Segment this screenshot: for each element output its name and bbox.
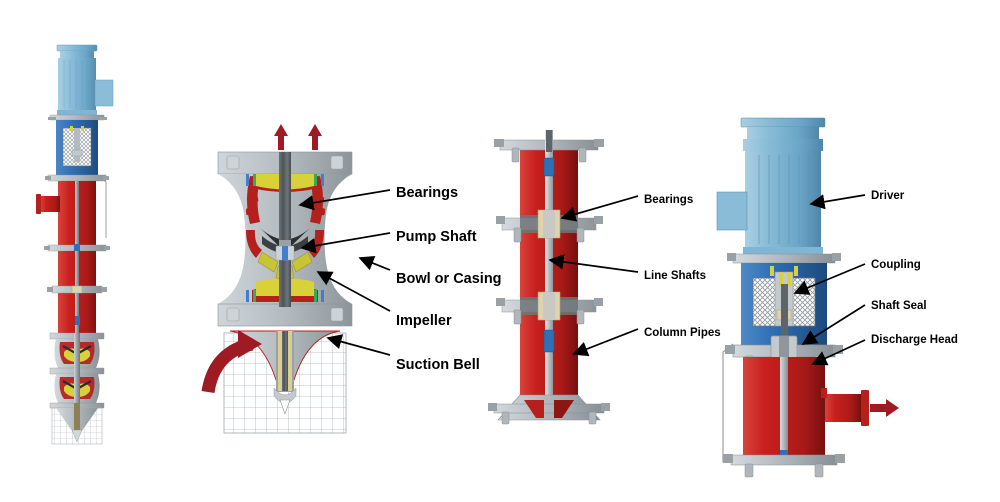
- head-discharge-arrow: [870, 399, 899, 417]
- assembly-driver: [56, 44, 114, 115]
- column-bottom-flange: [488, 394, 610, 425]
- head-discharge-head: [722, 343, 869, 464]
- assembly-bearing: [71, 285, 83, 294]
- column-leader-lines: [548, 195, 639, 357]
- assembly-discharge-head: [36, 177, 107, 245]
- assembly-bowl-stages: [49, 332, 105, 404]
- assembly-shaft-coupling: [75, 316, 80, 325]
- bowl-assembly-cutaway: [201, 124, 391, 434]
- head-discharge-nozzle: [825, 394, 861, 422]
- bowl-pump-shaft: [275, 152, 295, 307]
- assembly-motor-flange: [48, 114, 107, 121]
- bowl-gaskets: [246, 174, 324, 302]
- assembly-coupling-housing: [56, 120, 98, 175]
- label-bowl-or-casing: Bowl or Casing: [396, 271, 502, 287]
- full-pump-assembly: [36, 44, 114, 445]
- column-shaft-coupling: [543, 157, 555, 177]
- assembly-column-flange: [47, 285, 107, 294]
- label-impeller: Impeller: [396, 313, 452, 329]
- label-coupling: Coupling: [871, 259, 921, 271]
- assembly-discharge-nozzle: [40, 196, 60, 212]
- bowl-suction-arrow: [201, 330, 262, 394]
- label-bearings-column: Bearings: [644, 194, 694, 206]
- column-joint: [496, 291, 603, 325]
- assembly-terminal-box: [94, 79, 114, 107]
- column-joint: [496, 209, 603, 243]
- column-shaft-coupling: [543, 329, 555, 353]
- head-coupling-housing: [741, 263, 827, 346]
- label-driver: Driver: [871, 190, 905, 202]
- bowl-leader-lines: [298, 189, 391, 356]
- bowl-discharge-arrows: [274, 124, 322, 150]
- label-line-shafts: Line Shafts: [644, 270, 706, 282]
- label-shaft-seal: Shaft Seal: [871, 300, 927, 312]
- label-column-pipes: Column Pipes: [644, 327, 721, 339]
- label-suction-bell: Suction Bell: [396, 357, 480, 373]
- column-pipe-assembly: [488, 130, 639, 425]
- head-leader-lines: [793, 194, 866, 366]
- discharge-head-assembly: [716, 117, 899, 478]
- label-bearings-bowl: Bearings: [396, 185, 459, 201]
- label-pump-shaft: Pump Shaft: [396, 229, 477, 245]
- head-driver: [716, 117, 826, 254]
- head-base-flange: [723, 454, 845, 478]
- assembly-discharge-head-flange: [45, 174, 109, 182]
- assembly-suction-bell: [49, 402, 105, 445]
- head-motor-flange: [727, 253, 841, 264]
- head-terminal-box: [716, 191, 748, 231]
- assembly-column-pipes: [47, 251, 107, 333]
- label-discharge-head: Discharge Head: [871, 334, 958, 346]
